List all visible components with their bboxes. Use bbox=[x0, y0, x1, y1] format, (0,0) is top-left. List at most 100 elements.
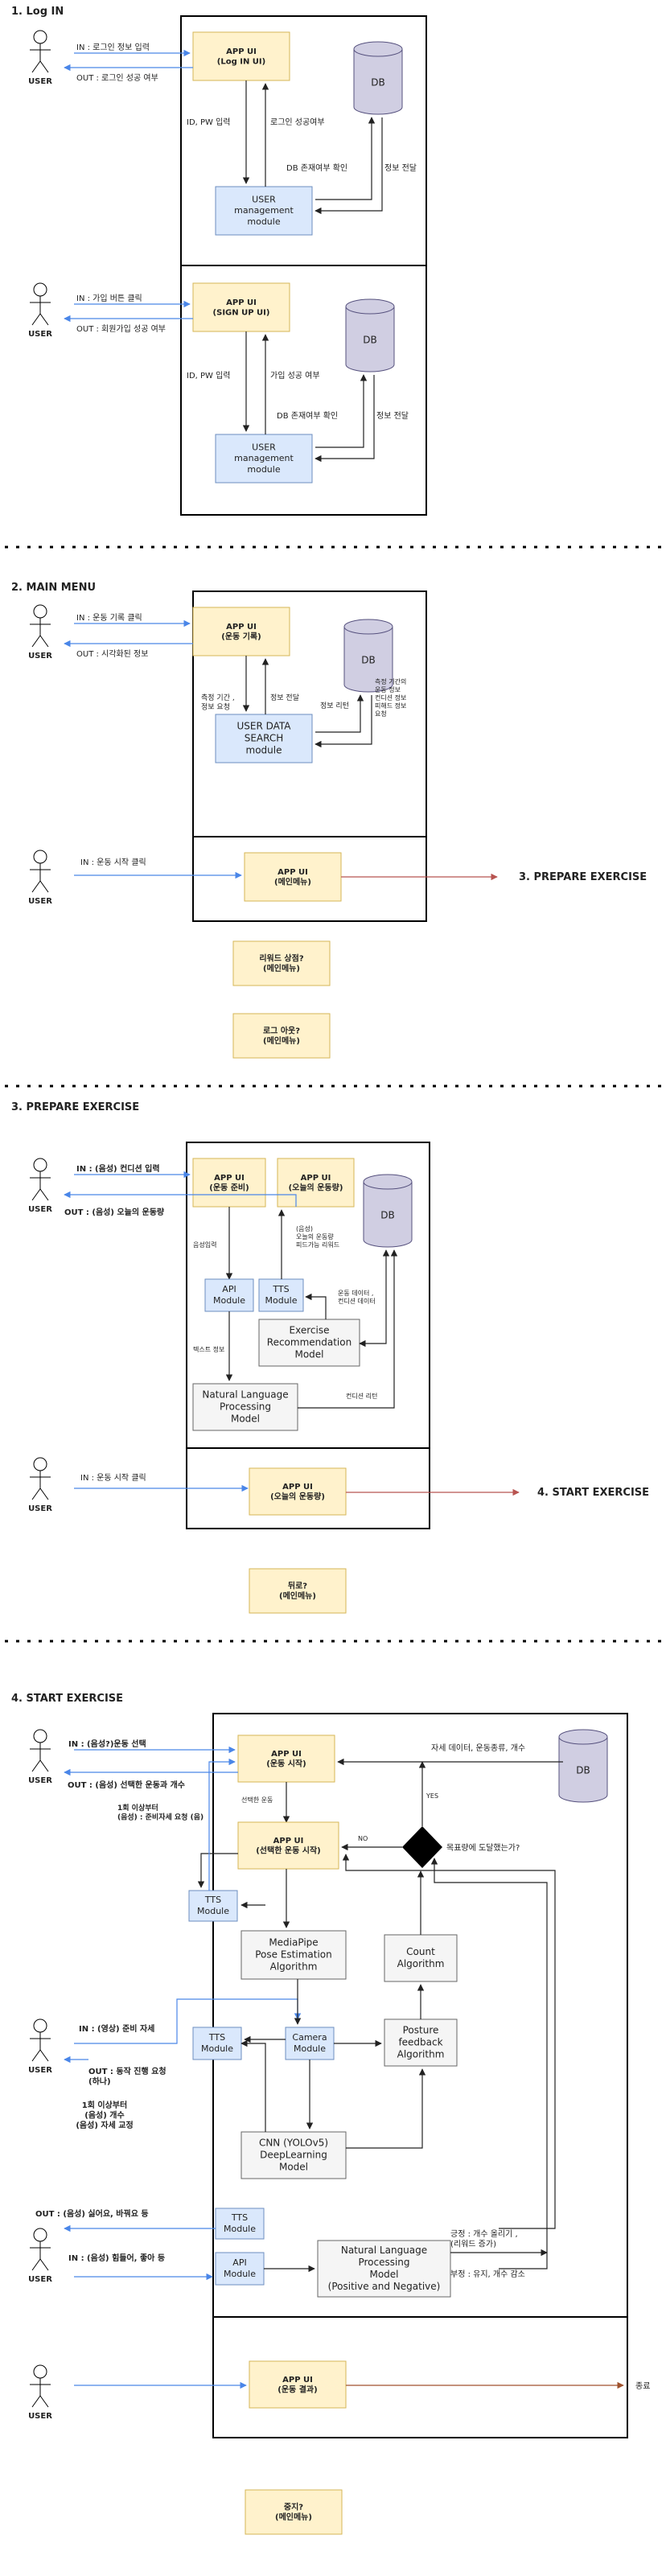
connector-arrow bbox=[359, 1249, 390, 1348]
count-algorithm-text-line: Count bbox=[406, 1946, 435, 1957]
mediapipe-model-text-line: Pose Estimation bbox=[255, 1949, 332, 1961]
label-group: 1회 이상부터(음성) : 준비자세 요청 (음) bbox=[117, 1803, 204, 1821]
end-label: 종료 bbox=[635, 2381, 650, 2391]
user-module-signup bbox=[215, 434, 313, 484]
app-ui-mainmenu-text-line: (메인메뉴) bbox=[274, 876, 311, 887]
user-leg bbox=[39, 1488, 49, 1500]
exercise-rec-model-text-line: Exercise bbox=[290, 1325, 330, 1336]
logout-box-text-line: (메인메뉴) bbox=[263, 1035, 300, 1046]
user-head bbox=[33, 1457, 47, 1471]
label-line: 운동 데이터 , bbox=[338, 1289, 373, 1297]
user-label: USER bbox=[28, 330, 52, 339]
user-actor-result bbox=[30, 2364, 51, 2408]
connector-arrow bbox=[197, 1853, 238, 1888]
user-label: USER bbox=[28, 77, 52, 86]
user-leg bbox=[31, 2258, 41, 2271]
label: IN : (음성) 컨디션 입력 bbox=[76, 1163, 160, 1174]
user-leg bbox=[31, 60, 41, 73]
user-leg bbox=[39, 2395, 49, 2408]
mediapipe-model-text-line: Algorithm bbox=[270, 1961, 318, 1973]
logout-box-text: 로그 아웃?(메인메뉴) bbox=[263, 1025, 300, 1046]
posture-feedback-text-line: Posture bbox=[403, 2025, 439, 2036]
cnn-yolo-model-text-line: DeepLearning bbox=[260, 2150, 327, 2161]
app-ui-today-2 bbox=[249, 1467, 347, 1516]
user-label: USER bbox=[28, 2412, 52, 2421]
app-ui-record-text-line: APP UI bbox=[226, 623, 257, 632]
label: ID, PW 입력 bbox=[187, 370, 231, 381]
connector-arrow bbox=[315, 374, 368, 448]
label-line: 요청 bbox=[375, 710, 387, 718]
user-leg bbox=[31, 635, 41, 648]
app-ui-mainmenu bbox=[244, 852, 342, 902]
app-ui-signup-text-line: APP UI bbox=[226, 298, 257, 307]
label-line: 컨디션 정보 bbox=[375, 693, 406, 702]
label: 정보 리턴 bbox=[320, 702, 349, 710]
label-group: 측정 기간 ,정보 요청 bbox=[201, 693, 235, 711]
app-ui-prepare-text-line: (운동 준비) bbox=[209, 1182, 249, 1192]
app-ui-prepare-text-line: APP UI bbox=[214, 1174, 245, 1183]
user-module-login-text-line: management bbox=[234, 205, 294, 216]
label-line: 피해드 정보 bbox=[375, 702, 406, 710]
label: IN : 운동 시작 클릭 bbox=[80, 858, 146, 867]
label-group: 운동 데이터 ,컨디션 데이터 bbox=[338, 1289, 376, 1305]
label: 정보 전달 bbox=[376, 411, 409, 421]
app-ui-record-text: APP UI(운동 기록) bbox=[221, 623, 261, 642]
user-leg bbox=[39, 313, 49, 326]
app-ui-mainmenu-text-line: APP UI bbox=[278, 868, 308, 877]
exercise-rec-model-text-line: Recommendation bbox=[267, 1337, 352, 1348]
db-login bbox=[353, 41, 403, 115]
label: IN : (음성?)운동 선택 bbox=[68, 1739, 146, 1749]
nlp-model-prepare bbox=[192, 1383, 298, 1431]
label-line: (음성) : 준비자세 요청 (음) bbox=[117, 1812, 204, 1821]
app-ui-selected-text: APP UI(선택한 운동 시작) bbox=[256, 1837, 321, 1856]
user-leg bbox=[31, 880, 41, 893]
label-line: 긍정 : 개수 올리기 , bbox=[450, 2229, 518, 2239]
user-module-login-text-line: module bbox=[247, 216, 280, 227]
reward-shop-box-text-line: (메인메뉴) bbox=[263, 963, 300, 973]
exercise-rec-model bbox=[258, 1319, 360, 1367]
label: OUT : (음성) 싫어요, 바꿔요 등 bbox=[35, 2208, 149, 2219]
reward-shop-box-text-line: 리워드 상점? bbox=[259, 953, 303, 963]
reward-shop-box bbox=[232, 940, 331, 986]
label-line: 측정 기간의 bbox=[375, 677, 406, 685]
back-box-text: 뒤로?(메인메뉴) bbox=[279, 1581, 316, 1601]
db-signup bbox=[345, 298, 395, 372]
stop-box-text: 중지?(메인메뉴) bbox=[275, 2501, 312, 2522]
label: IN : 운동 기록 클릭 bbox=[76, 613, 142, 623]
user-label: USER bbox=[28, 1504, 52, 1513]
app-ui-prepare-text: APP UI(운동 준비) bbox=[209, 1174, 249, 1193]
label: 목표량에 도달했는가? bbox=[446, 1842, 520, 1853]
label: 로그인 성공여부 bbox=[270, 117, 325, 127]
api-module-prepare-text-line: Module bbox=[213, 1295, 245, 1306]
user-actor-start bbox=[30, 850, 51, 893]
label: DB 존재여부 확인 bbox=[277, 411, 338, 421]
count-algorithm-text-line: Algorithm bbox=[397, 1958, 445, 1969]
user-module-login bbox=[215, 186, 313, 236]
connector-arrow bbox=[430, 1858, 548, 2269]
app-ui-login bbox=[192, 31, 290, 81]
db-start-rim bbox=[558, 1736, 608, 1745]
app-ui-signup bbox=[192, 282, 290, 332]
app-ui-start-text-line: (운동 시작) bbox=[266, 1758, 306, 1768]
db-main-label: DB bbox=[361, 655, 375, 666]
app-ui-record-text-line: (운동 기록) bbox=[221, 631, 261, 641]
section-title-main: 2. MAIN MENU bbox=[11, 582, 96, 594]
label: 부정 : 유지, 개수 감소 bbox=[450, 2269, 525, 2279]
db-signup-label: DB bbox=[363, 335, 376, 346]
label-line: (음성) 자세 교정 bbox=[76, 2120, 133, 2130]
reward-shop-box-text: 리워드 상점?(메인메뉴) bbox=[259, 953, 303, 973]
user-leg bbox=[39, 2049, 49, 2062]
label-line: 컨디션 데이터 bbox=[338, 1297, 376, 1305]
db-start-label: DB bbox=[576, 1765, 590, 1776]
label: NO bbox=[358, 1835, 368, 1842]
user-head bbox=[33, 604, 47, 619]
tts-module-prepare-text-line: TTS bbox=[272, 1284, 289, 1294]
cnn-yolo-model-text-line: Model bbox=[279, 2162, 308, 2173]
section-title-prepare: 3. PREPARE EXERCISE bbox=[11, 1101, 139, 1113]
connector-arrow bbox=[74, 1998, 302, 2044]
tts-module-start-2-text-line: TTS bbox=[208, 2032, 225, 2043]
tts-module-start-1 bbox=[188, 1890, 238, 1922]
